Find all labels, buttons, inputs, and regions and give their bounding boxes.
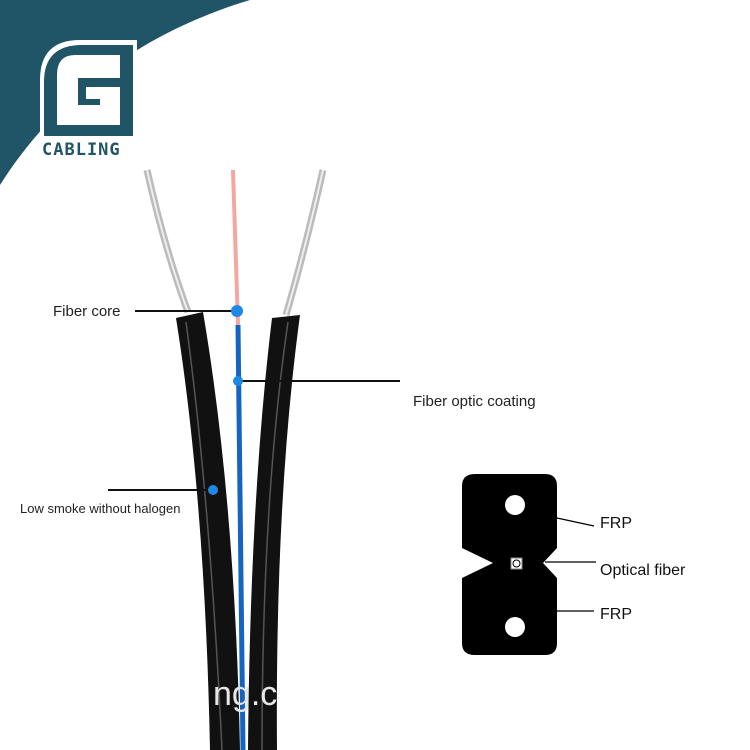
- fiber-optic-coating-label: Fiber optic coating: [413, 393, 536, 410]
- frp-bottom-label: FRP: [600, 606, 632, 623]
- low-smoke-label: Low smoke without halogen: [20, 501, 180, 516]
- optical-fiber-label: Optical fiber: [600, 562, 686, 579]
- optical-fiber-core: [510, 557, 523, 570]
- fiber-core-strand: [231, 169, 240, 326]
- frp-top-rod: [505, 495, 525, 515]
- low-smoke-pointer: [208, 485, 218, 495]
- watermark: ng.c: [213, 675, 277, 713]
- frp-top-label: FRP: [600, 515, 632, 532]
- logo: CABLING: [40, 40, 137, 160]
- logo-text: CABLING: [42, 140, 121, 160]
- fiber-core-pointer: [231, 305, 243, 317]
- coating-pointer: [233, 376, 243, 386]
- cross-section: [462, 474, 596, 655]
- right-jacket: [248, 315, 300, 750]
- left-strength-wire: [143, 169, 192, 314]
- fiber-core-label: Fiber core: [53, 303, 121, 320]
- frp-bottom-rod: [505, 617, 525, 637]
